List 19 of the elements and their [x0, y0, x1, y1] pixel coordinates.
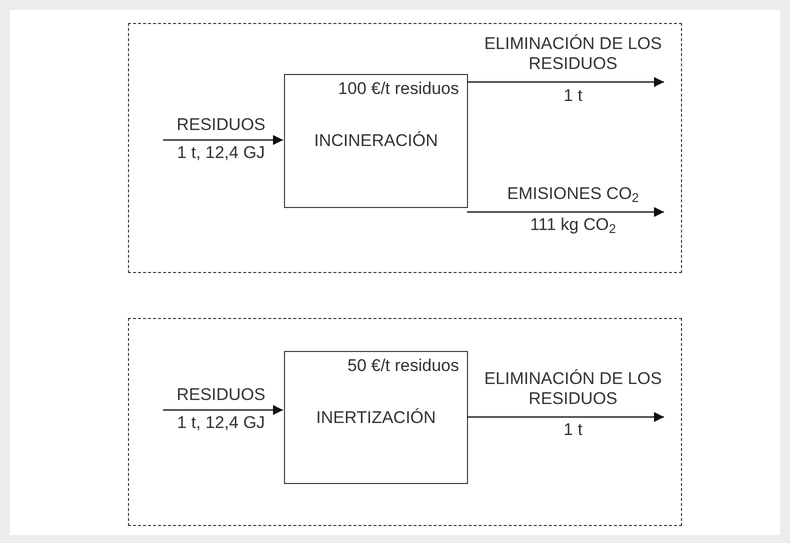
process-box: [284, 351, 468, 484]
dashed-panel: [128, 23, 682, 273]
arrow: [467, 77, 664, 87]
cost-text: 100 €/t residuos: [338, 79, 459, 99]
dashed-panel: [128, 318, 682, 526]
arrow: [467, 412, 664, 422]
cost-text: 50 €/t residuos: [347, 356, 459, 376]
process-box: [284, 74, 468, 208]
quantity-label: 1 t: [564, 420, 582, 440]
quantity-label: 1 t, 12,4 GJ: [177, 143, 265, 163]
arrow: [163, 135, 283, 145]
quantity-label: 111 kg CO$_{2}$: [530, 215, 616, 235]
process-name: INERTIZACIÓN: [315, 408, 437, 428]
arrow: [163, 405, 283, 415]
quantity-label: 1 t: [564, 86, 582, 106]
edge-label: EMISIONES CO$_{2}$: [507, 184, 639, 204]
arrow: [467, 207, 664, 217]
process-name: INCINERACIÓN: [313, 131, 439, 151]
quantity-label: 1 t, 12,4 GJ: [177, 413, 265, 433]
